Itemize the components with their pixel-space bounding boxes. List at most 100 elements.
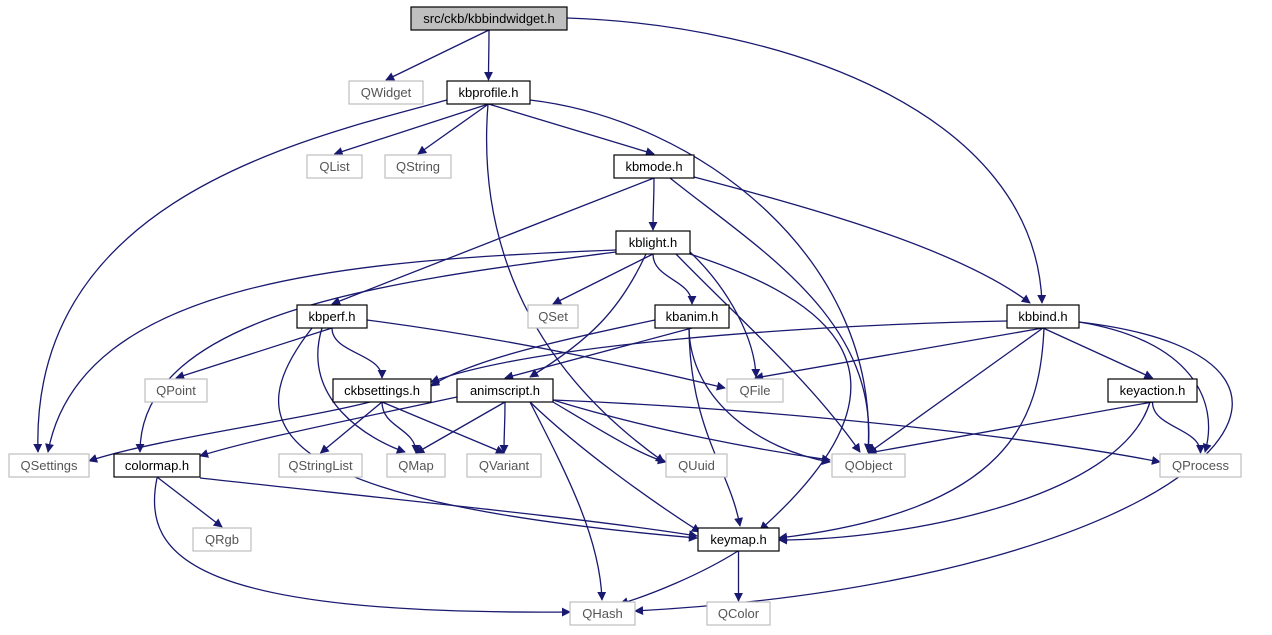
edge-colormap-to-qrgb [156, 476, 223, 528]
edge-kbbindwidget-to-kbprofile [484, 29, 494, 81]
edge-animscript-to-qvariant [499, 401, 509, 454]
node-label-qrgb: QRgb [205, 532, 239, 547]
node-box-animscript [456, 378, 554, 403]
edge-kblight-to-kbanim [652, 253, 697, 305]
edge-kbbind-to-qobject [867, 327, 1044, 454]
edge-kbprofile-to-qsettings [33, 99, 448, 453]
node-box-qprocess [1159, 453, 1242, 478]
edge-kbprofile-to-quuid [485, 103, 665, 463]
edge-kbprofile-to-qstring [417, 103, 489, 155]
node-label-ckbsettings: ckbsettings.h [344, 383, 420, 398]
node-label-qsettings: QSettings [20, 458, 78, 473]
node-quuid: QUuid [665, 453, 728, 478]
edge-ckbsettings-to-qvariant [381, 401, 505, 455]
edge-kbbindwidget-to-kbbind [566, 17, 1047, 304]
edge-kbperf-to-qmap [317, 327, 406, 454]
node-animscript[interactable]: animscript.h [456, 378, 554, 403]
node-box-quuid [665, 453, 728, 478]
node-box-kbmode [613, 154, 695, 179]
node-label-qprocess: QProcess [1172, 458, 1230, 473]
node-qpoint: QPoint [144, 378, 208, 403]
node-qvariant: QVariant [466, 453, 542, 478]
node-label-keymap: keymap.h [710, 532, 766, 547]
edge-kbmode-to-kbperf [331, 177, 655, 306]
node-label-qfile: QFile [739, 383, 770, 398]
edge-ckbsettings-to-qmap [381, 401, 421, 454]
node-qmap: QMap [386, 453, 446, 478]
edge-animscript-to-keymap [529, 401, 701, 533]
node-box-qrgb [192, 527, 252, 552]
node-qsettings: QSettings [8, 453, 90, 478]
node-box-ckbsettings [332, 378, 432, 403]
node-box-qobject [831, 453, 906, 478]
edge-kbperf-to-qfile [366, 319, 726, 391]
edge-ckbsettings-to-qsettings [88, 401, 371, 463]
node-label-animscript: animscript.h [470, 383, 540, 398]
node-qrgb: QRgb [192, 527, 252, 552]
node-label-kbbind: kbbind.h [1018, 309, 1067, 324]
edge-kbbind-to-keyaction [1042, 327, 1154, 379]
node-label-kbbindwidget: src/ckb/kbbindwidget.h [423, 11, 555, 26]
node-kblight[interactable]: kblight.h [615, 230, 691, 255]
node-box-qstring [384, 154, 452, 179]
edge-kbbind-to-qprocess [1078, 321, 1212, 453]
node-qobject: QObject [831, 453, 906, 478]
node-label-kbanim: kbanim.h [666, 309, 719, 324]
node-label-qmap: QMap [398, 458, 433, 473]
node-box-kbperf [296, 304, 368, 329]
node-kbanim[interactable]: kbanim.h [654, 304, 730, 329]
edge-keymap-to-qhash [619, 550, 739, 606]
node-qcolor: QColor [706, 601, 771, 626]
node-box-kbprofile [446, 80, 531, 105]
node-box-qwidget [348, 80, 424, 105]
node-box-kblight [615, 230, 691, 255]
node-label-kbmode: kbmode.h [625, 159, 682, 174]
edge-kblight-to-animscript [529, 253, 647, 378]
edge-kbprofile-to-qlist [333, 103, 489, 156]
edge-kbprofile-to-qobject [529, 99, 873, 453]
node-label-keyaction: keyaction.h [1120, 383, 1186, 398]
node-label-qset: QSet [538, 309, 568, 324]
node-box-kbbind [1006, 304, 1080, 329]
node-label-kblight: kblight.h [629, 235, 677, 250]
edge-ckbsettings-to-qstringlist [319, 401, 383, 454]
node-label-qwidget: QWidget [361, 85, 412, 100]
edge-animscript-to-qprocess [552, 399, 1161, 465]
node-box-qset [527, 304, 579, 329]
node-box-keyaction [1107, 378, 1198, 403]
node-kbbindwidget[interactable]: src/ckb/kbbindwidget.h [410, 6, 568, 31]
node-box-keymap [697, 527, 780, 552]
node-qwidget: QWidget [348, 80, 424, 105]
edge-kbprofile-to-kbmode [488, 103, 655, 156]
edge-kbperf-to-keymap [277, 327, 698, 542]
node-box-qstringlist [278, 453, 363, 478]
edge-animscript-to-qmap [415, 401, 506, 454]
node-label-quuid: QUuid [678, 458, 715, 473]
node-box-qhash [569, 601, 636, 626]
node-qprocess: QProcess [1159, 453, 1242, 478]
node-kbbind[interactable]: kbbind.h [1006, 304, 1080, 329]
node-label-qstringlist: QStringList [288, 458, 353, 473]
node-kbperf[interactable]: kbperf.h [296, 304, 368, 329]
edge-animscript-to-qhash [529, 401, 607, 601]
node-colormap[interactable]: colormap.h [113, 453, 201, 478]
edge-kblight-to-qsettings [45, 249, 617, 453]
edge-animscript-to-quuid [552, 401, 667, 465]
node-box-qfile [726, 378, 784, 403]
edge-kbbind-to-ckbsettings [430, 320, 1008, 384]
node-keyaction[interactable]: keyaction.h [1107, 378, 1198, 403]
node-label-qobject: QObject [845, 458, 893, 473]
node-kbmode[interactable]: kbmode.h [613, 154, 695, 179]
node-qstringlist: QStringList [278, 453, 363, 478]
node-keymap[interactable]: keymap.h [697, 527, 780, 552]
node-kbprofile[interactable]: kbprofile.h [446, 80, 531, 105]
edge-keyaction-to-keymap [778, 401, 1151, 545]
node-ckbsettings[interactable]: ckbsettings.h [332, 378, 432, 403]
node-box-kbanim [654, 304, 730, 329]
node-label-qvariant: QVariant [479, 458, 530, 473]
edge-kbanim-to-ckbsettings [430, 319, 656, 387]
edge-animscript-to-colormap [199, 396, 458, 458]
node-qfile: QFile [726, 378, 784, 403]
node-label-qlist: QList [319, 159, 350, 174]
